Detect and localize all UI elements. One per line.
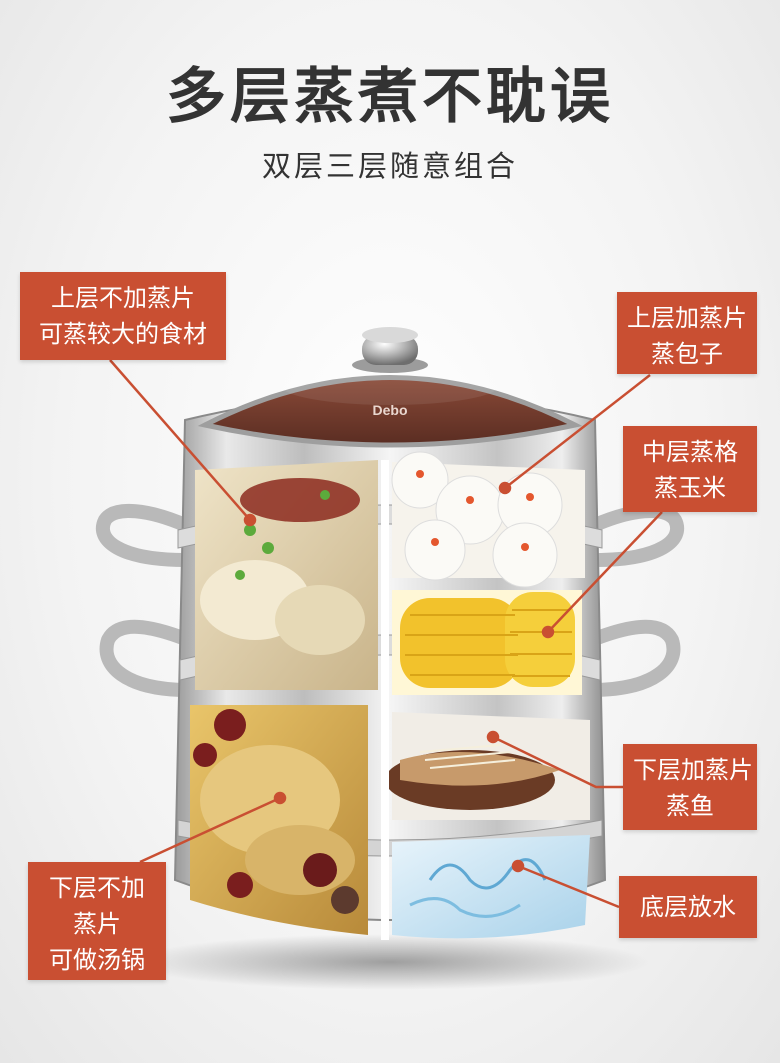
callout-middle-steam-grid: 中层蒸格 蒸玉米 (623, 426, 757, 512)
callout-lower-steam-plate: 下层加蒸片 蒸鱼 (623, 744, 757, 830)
callout-line: 蒸片 (73, 910, 121, 938)
callout-line: 上层加蒸片 (627, 304, 747, 332)
callout-line: 可做汤锅 (49, 946, 145, 974)
callout-line: 下层加蒸片 (633, 756, 753, 784)
cutaway-upper-right-buns (391, 451, 585, 588)
callout-bottom-water: 底层放水 (619, 876, 757, 938)
cutaway-lower-left-soup (190, 705, 368, 935)
callout-line: 蒸包子 (651, 340, 723, 368)
page-subtitle: 双层三层随意组合 (261, 149, 518, 183)
cutaway-upper-left-chicken (195, 460, 378, 690)
callout-line: 底层放水 (640, 893, 736, 921)
cutaway-lower-right-fish (385, 712, 590, 820)
callout-upper-no-steam-plate: 上层不加蒸片 可蒸较大的食材 (20, 272, 226, 360)
pot-handles (96, 503, 684, 697)
leader-lines (109, 359, 663, 909)
brand-logo: Debo (373, 402, 408, 418)
callout-line: 下层不加 (49, 874, 145, 902)
callout-lower-soup-pot: 下层不加 蒸片 可做汤锅 (28, 862, 166, 980)
callout-line: 蒸玉米 (654, 474, 726, 502)
pot-shadow (130, 934, 650, 990)
pot-lid: Debo (197, 327, 583, 448)
cutaway-bottom-right-water (392, 835, 590, 939)
callout-line: 中层蒸格 (642, 438, 738, 466)
page-title: 多层蒸煮不耽误 (166, 62, 614, 132)
cutaway-middle-right-corn (392, 590, 582, 695)
callout-line: 蒸鱼 (666, 792, 714, 820)
callout-line: 上层不加蒸片 (51, 284, 195, 312)
callout-line: 可蒸较大的食材 (39, 320, 207, 348)
callout-upper-steam-plate: 上层加蒸片 蒸包子 (617, 292, 757, 374)
